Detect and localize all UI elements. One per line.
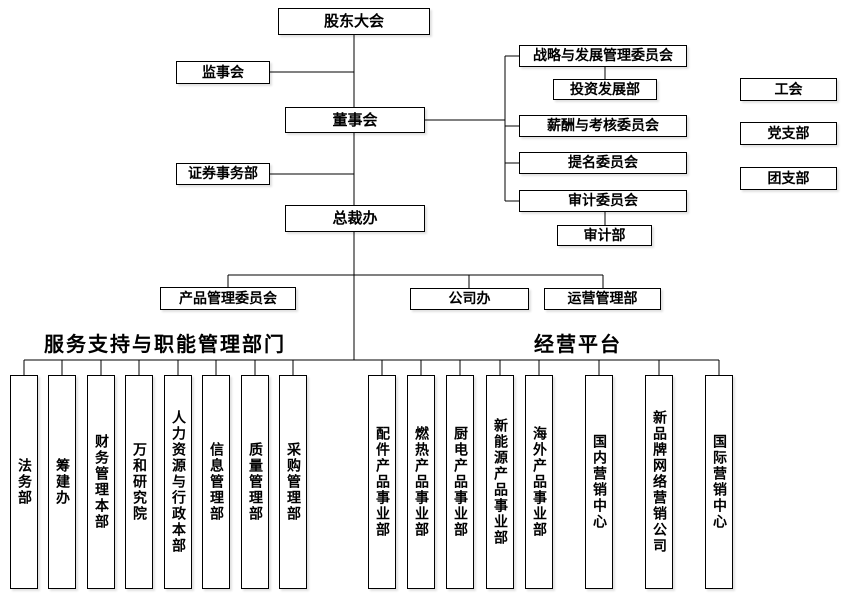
node-unit-overseas-products: 海外产品事业部 xyxy=(525,375,553,589)
node-dept-information-management: 信息管理部 xyxy=(202,375,230,589)
node-dept-quality-management: 质量管理部 xyxy=(241,375,269,589)
dept-label: 万和研究院 xyxy=(131,442,147,522)
node-unit-new-energy-products: 新能源产品事业部 xyxy=(486,375,514,589)
unit-label: 厨电产品事业部 xyxy=(452,426,468,538)
node-supervisory-board: 监事会 xyxy=(176,61,270,84)
node-investment-development-dept: 投资发展部 xyxy=(553,79,657,100)
node-unit-parts-products: 配件产品事业部 xyxy=(368,375,396,589)
node-dept-procurement-management: 采购管理部 xyxy=(279,375,307,589)
dept-label: 人力资源与行政本部 xyxy=(170,410,186,554)
dept-label: 质量管理部 xyxy=(247,442,263,522)
node-committee-strategy-development: 战略与发展管理委员会 xyxy=(519,45,687,67)
node-board-of-directors: 董事会 xyxy=(285,107,425,133)
dept-label: 筹建办 xyxy=(54,458,70,506)
node-labor-union: 工会 xyxy=(740,78,837,101)
unit-label: 新品牌网络营销公司 xyxy=(651,410,667,554)
node-dept-legal: 法务部 xyxy=(10,375,38,589)
node-dept-financial-management: 财务管理本部 xyxy=(87,375,115,589)
node-unit-new-brand-network-marketing: 新品牌网络营销公司 xyxy=(645,375,673,589)
unit-label: 海外产品事业部 xyxy=(531,426,547,538)
node-unit-kitchen-appliance-products: 厨电产品事业部 xyxy=(446,375,474,589)
unit-label: 国际营销中心 xyxy=(711,434,727,530)
node-unit-international-marketing-center: 国际营销中心 xyxy=(705,375,733,589)
unit-label: 燃热产品事业部 xyxy=(413,426,429,538)
node-company-office: 公司办 xyxy=(410,288,529,310)
node-audit-dept: 审计部 xyxy=(557,225,652,246)
section-header-support-departments: 服务支持与职能管理部门 xyxy=(44,332,286,356)
node-committee-remuneration-assessment: 薪酬与考核委员会 xyxy=(519,115,687,137)
dept-label: 信息管理部 xyxy=(208,442,224,522)
node-president-office: 总裁办 xyxy=(285,205,425,232)
node-unit-gas-heating-products: 燃热产品事业部 xyxy=(407,375,435,589)
node-dept-wanhe-research-institute: 万和研究院 xyxy=(125,375,153,589)
node-shareholders-meeting: 股东大会 xyxy=(278,8,430,35)
node-dept-preparation-office: 筹建办 xyxy=(48,375,76,589)
dept-label: 财务管理本部 xyxy=(93,434,109,530)
node-operations-management-dept: 运营管理部 xyxy=(544,288,661,310)
dept-label: 采购管理部 xyxy=(285,442,301,522)
section-header-business-platform: 经营平台 xyxy=(534,332,622,356)
node-product-management-committee: 产品管理委员会 xyxy=(160,287,296,310)
node-securities-affairs-dept: 证券事务部 xyxy=(176,163,270,185)
unit-label: 新能源产品事业部 xyxy=(492,418,508,546)
node-unit-domestic-marketing-center: 国内营销中心 xyxy=(585,375,613,589)
node-committee-nomination: 提名委员会 xyxy=(519,152,687,174)
node-committee-audit: 审计委员会 xyxy=(519,190,687,212)
unit-label: 配件产品事业部 xyxy=(374,426,390,538)
dept-label: 法务部 xyxy=(16,458,32,506)
unit-label: 国内营销中心 xyxy=(591,434,607,530)
node-party-branch: 党支部 xyxy=(740,122,837,145)
node-youth-league-branch: 团支部 xyxy=(740,167,837,190)
node-dept-hr-administration: 人力资源与行政本部 xyxy=(164,375,192,589)
